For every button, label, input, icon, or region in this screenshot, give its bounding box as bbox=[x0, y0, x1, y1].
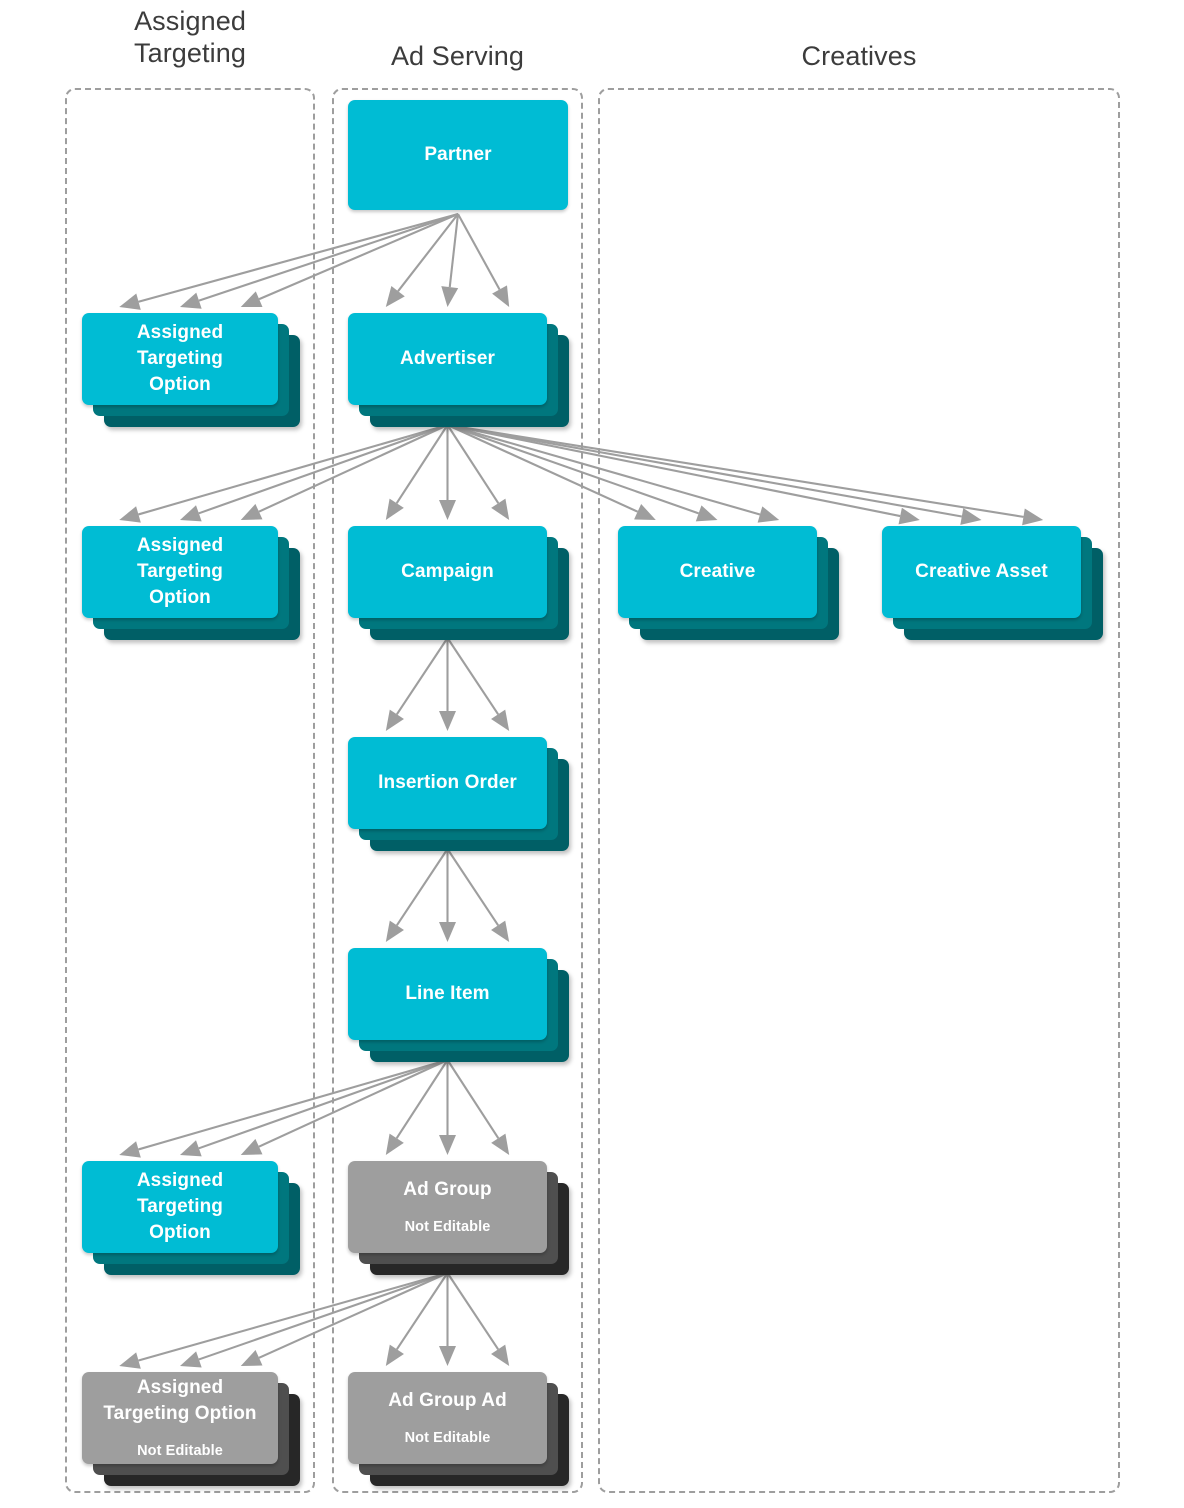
node-ato-partner-label: Assigned Targeting Option bbox=[136, 322, 224, 395]
node-ato-line-item[interactable]: Assigned Targeting Option bbox=[82, 1161, 300, 1275]
node-line-item-card[interactable]: Line Item bbox=[348, 948, 547, 1040]
node-advertiser-label: Advertiser bbox=[400, 348, 495, 370]
node-ad-group-ad-editable-badge: Not Editable bbox=[404, 1430, 491, 1447]
node-campaign-label: Campaign bbox=[401, 561, 494, 583]
node-creative-asset-card[interactable]: Creative Asset bbox=[882, 526, 1081, 618]
node-partner-card[interactable]: Partner bbox=[348, 100, 568, 210]
assigned-targeting-title: Assigned Targeting bbox=[134, 6, 246, 68]
node-ad-group-label: Ad Group bbox=[403, 1179, 492, 1201]
node-insertion-order-card[interactable]: Insertion Order bbox=[348, 737, 547, 829]
column-frame-creatives bbox=[598, 88, 1120, 1493]
node-ato-advertiser[interactable]: Assigned Targeting Option bbox=[82, 526, 300, 640]
ad-serving-title: Ad Serving bbox=[390, 41, 525, 71]
node-ato-ad-group-editable-badge: Not Editable bbox=[137, 1443, 223, 1460]
node-creative-label: Creative bbox=[679, 561, 756, 583]
node-insertion-order[interactable]: Insertion Order bbox=[348, 737, 569, 851]
node-ato-ad-group-label: Assigned Targeting Option bbox=[103, 1377, 257, 1425]
node-creative[interactable]: Creative bbox=[618, 526, 839, 640]
node-ato-advertiser-label: Assigned Targeting Option bbox=[136, 535, 224, 608]
node-ad-group-editable-badge: Not Editable bbox=[404, 1219, 491, 1236]
node-ad-group-ad-card[interactable]: Ad Group Ad Not Editable bbox=[348, 1372, 547, 1464]
node-ad-group-ad-label: Ad Group Ad bbox=[388, 1390, 507, 1412]
node-ato-partner-card[interactable]: Assigned Targeting Option bbox=[82, 313, 278, 405]
column-frame-ad-serving bbox=[332, 88, 583, 1493]
node-campaign[interactable]: Campaign bbox=[348, 526, 569, 640]
node-line-item[interactable]: Line Item bbox=[348, 948, 569, 1062]
node-partner-label: Partner bbox=[424, 144, 492, 166]
node-creative-asset-label: Creative Asset bbox=[915, 561, 1048, 583]
node-insertion-order-label: Insertion Order bbox=[378, 772, 517, 794]
node-partner[interactable]: Partner bbox=[348, 100, 568, 210]
node-advertiser-card[interactable]: Advertiser bbox=[348, 313, 547, 405]
node-creative-asset[interactable]: Creative Asset bbox=[882, 526, 1103, 640]
node-ato-partner[interactable]: Assigned Targeting Option bbox=[82, 313, 300, 427]
node-ad-group-ad[interactable]: Ad Group Ad Not Editable bbox=[348, 1372, 569, 1486]
node-ato-advertiser-card[interactable]: Assigned Targeting Option bbox=[82, 526, 278, 618]
node-ato-line-item-card[interactable]: Assigned Targeting Option bbox=[82, 1161, 278, 1253]
creatives-title: Creatives bbox=[801, 41, 917, 71]
node-ato-line-item-label: Assigned Targeting Option bbox=[136, 1170, 224, 1243]
node-advertiser[interactable]: Advertiser bbox=[348, 313, 569, 427]
column-frame-assigned-targeting bbox=[65, 88, 315, 1493]
node-creative-card[interactable]: Creative bbox=[618, 526, 817, 618]
node-line-item-label: Line Item bbox=[405, 983, 490, 1005]
node-campaign-card[interactable]: Campaign bbox=[348, 526, 547, 618]
